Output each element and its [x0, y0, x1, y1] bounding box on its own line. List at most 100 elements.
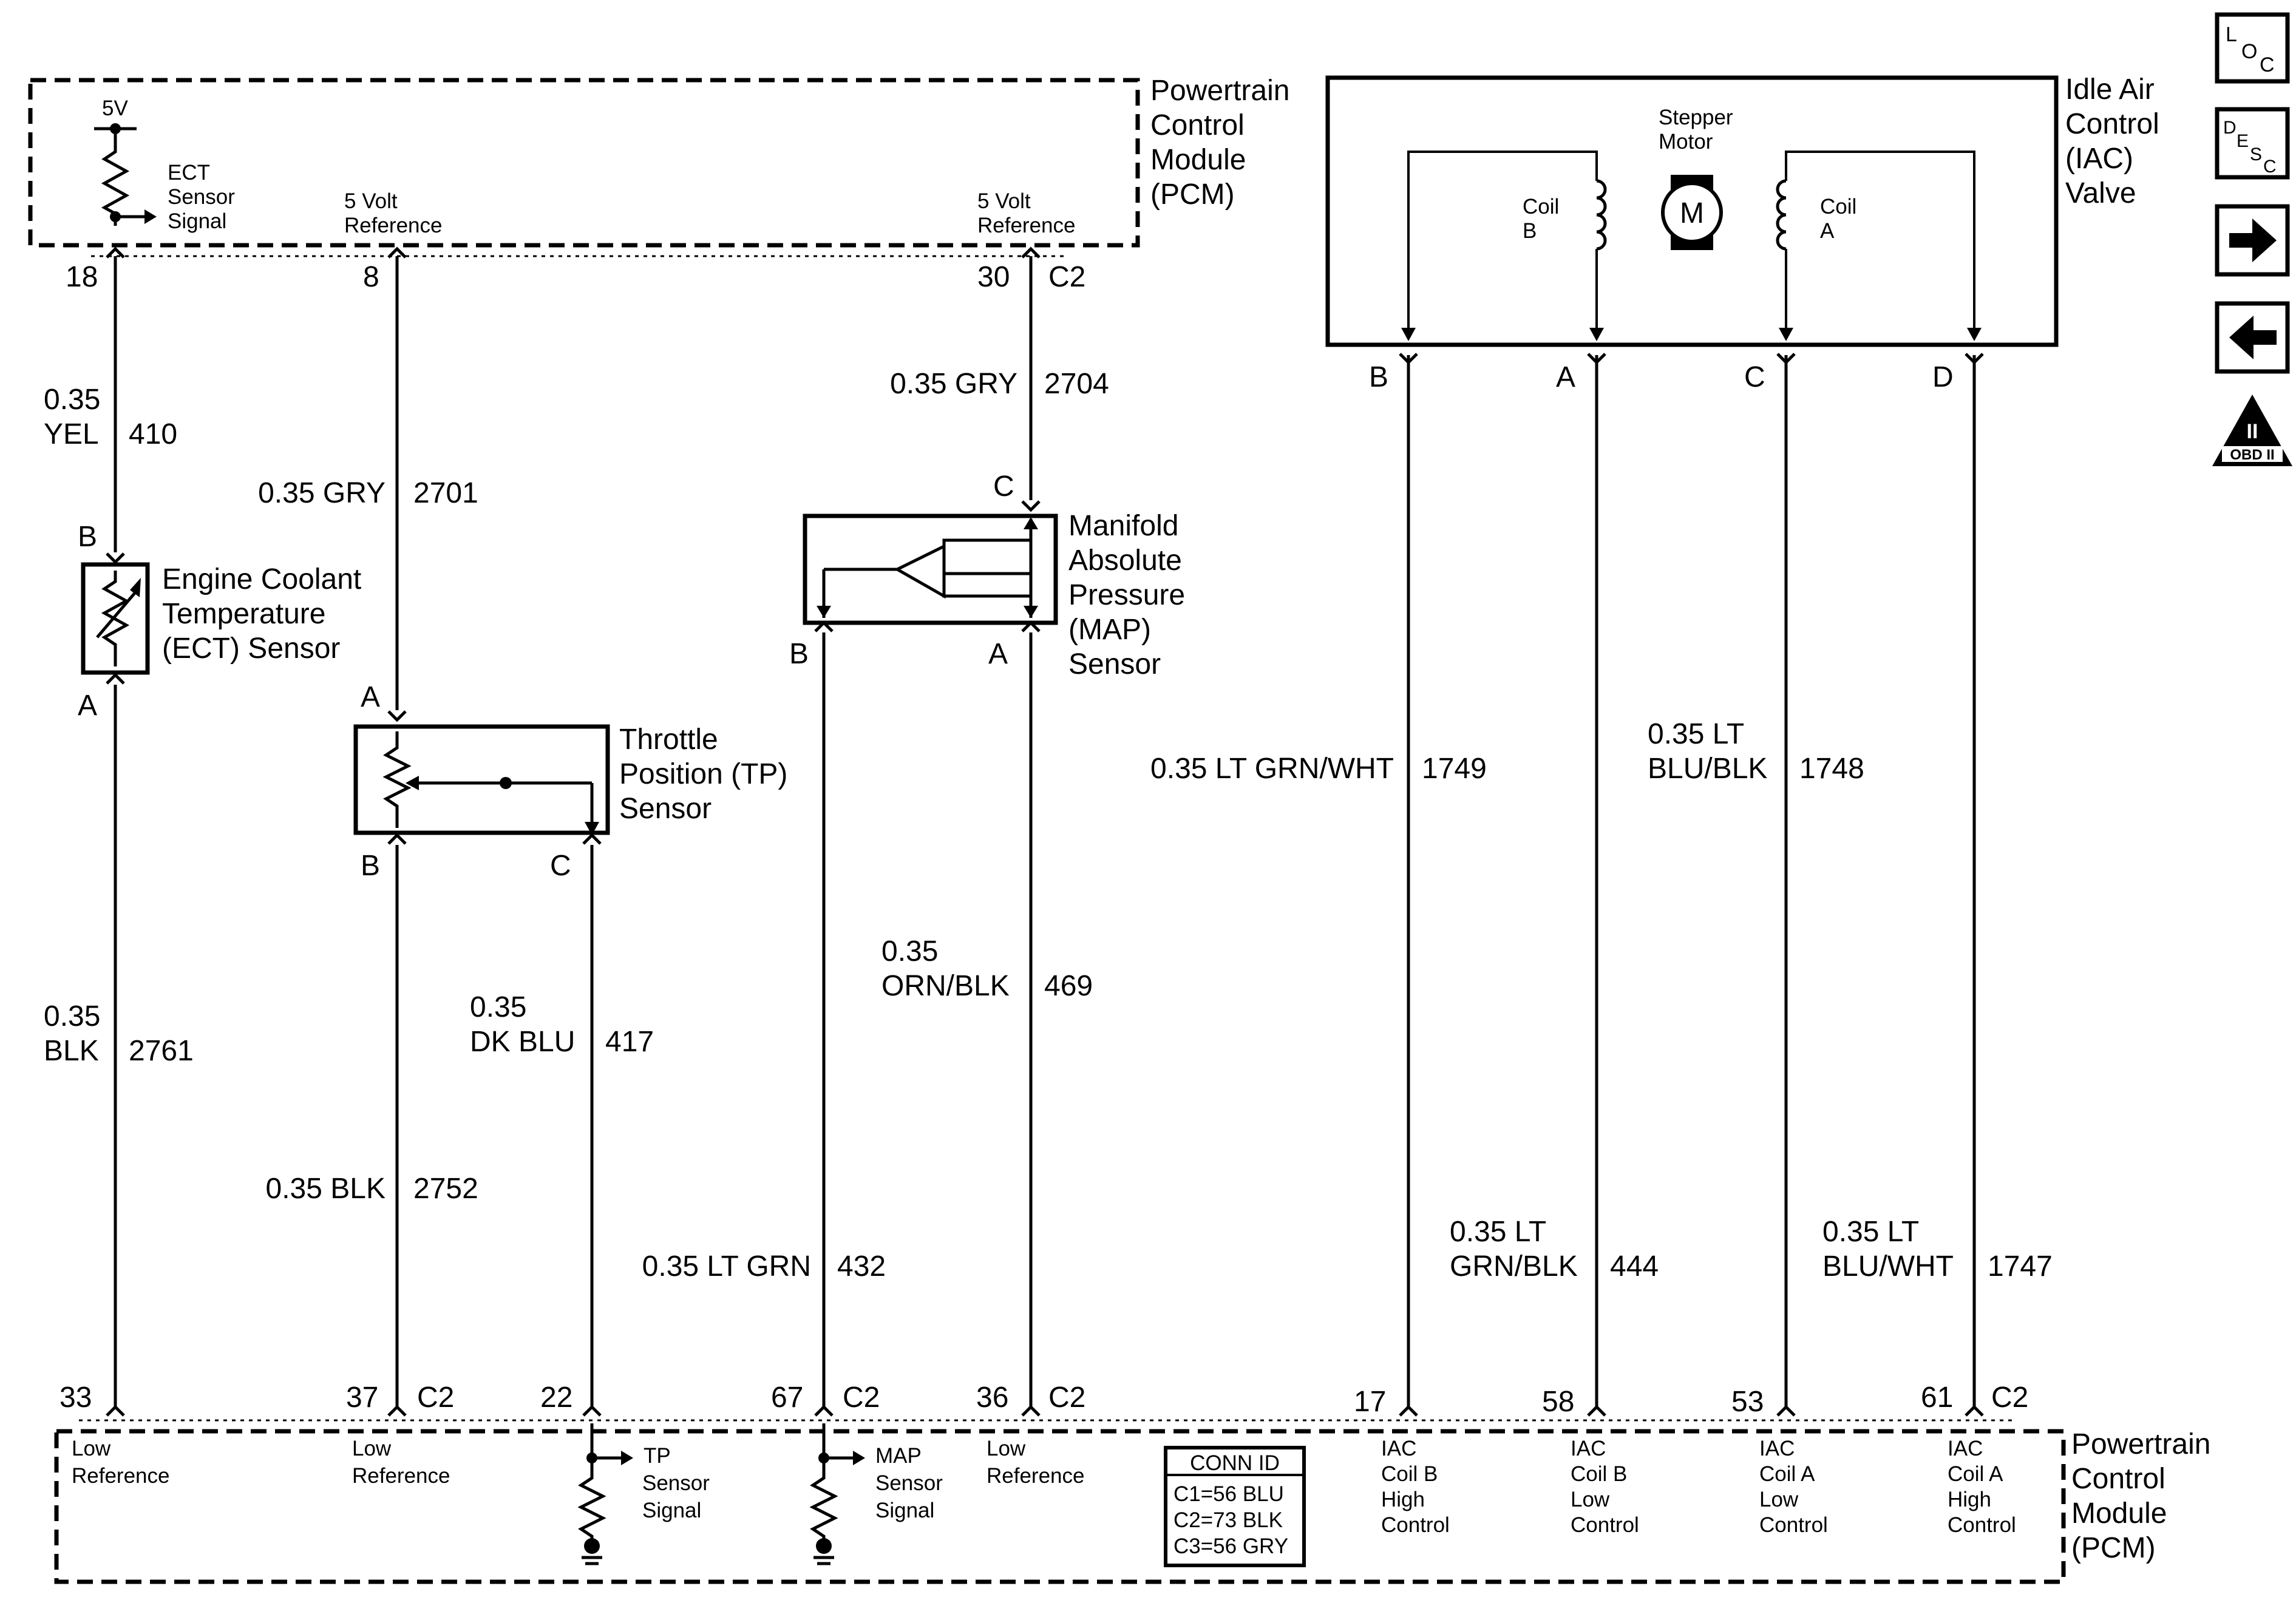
- cell-9-line-4: Control: [1948, 1513, 2016, 1537]
- map-pull-down-resistor-icon: [809, 1423, 838, 1545]
- pin-36-connector: C2: [1048, 1381, 1085, 1414]
- ect-name-1: Engine Coolant: [162, 563, 361, 595]
- pin-22: 22: [540, 1381, 572, 1414]
- cell-4-line-3: Signal: [875, 1499, 934, 1522]
- ect-name-2: Temperature: [162, 598, 325, 630]
- cell-7-line-3: Low: [1571, 1488, 1610, 1511]
- wire-469-circuit: 469: [1044, 970, 1093, 1002]
- wire-417-color: DK BLU: [470, 1026, 575, 1058]
- desc-button[interactable]: D E S C: [2215, 107, 2290, 180]
- pin-53: 53: [1731, 1386, 1764, 1418]
- ref-a-label-2: Reference: [344, 214, 442, 237]
- conn-id-row-1: C1=56 BLU: [1173, 1482, 1284, 1506]
- wire-417-circuit: 417: [605, 1026, 654, 1058]
- pin-61: 61: [1921, 1381, 1953, 1414]
- map-pin-a: A: [988, 638, 1008, 670]
- desc-glyph-d: D: [2223, 118, 2237, 138]
- cell-9-line-1: IAC: [1948, 1437, 1983, 1460]
- pin-18: 18: [66, 261, 98, 293]
- conn-id-row-2: C2=73 BLK: [1173, 1508, 1283, 1532]
- wire-444-circuit: 444: [1610, 1250, 1659, 1283]
- pin-17: 17: [1354, 1386, 1386, 1418]
- iac-title-2: Control: [2065, 108, 2159, 140]
- wire-417-gauge: 0.35: [470, 991, 526, 1023]
- cell-1-line-1: Low: [72, 1437, 111, 1460]
- wire-tp-signal: [582, 833, 602, 1417]
- cell-2-line-2: Reference: [352, 1464, 450, 1488]
- map-name-2: Absolute: [1068, 544, 1182, 577]
- iac-pin-d: D: [1932, 361, 1954, 393]
- ref-a-label-1: 5 Volt: [344, 189, 398, 213]
- wire-410-gauge: 0.35: [44, 384, 100, 416]
- iac-pin-a: A: [1556, 361, 1575, 393]
- wire-ect-low-ref: [106, 673, 125, 1417]
- map-name-5: Sensor: [1068, 648, 1161, 680]
- cell-3-line-2: Sensor: [642, 1471, 710, 1495]
- coil-a-label-1: Coil: [1820, 195, 1856, 219]
- ect-signal-label-3: Signal: [168, 209, 226, 233]
- wire-1748-circuit: 1748: [1799, 753, 1864, 785]
- ect-sensor: B Engine Coolant Temperature (ECT) Senso…: [78, 521, 361, 722]
- left-arrow-icon: [2229, 316, 2277, 359]
- supply-5v-label: 5V: [102, 97, 128, 120]
- tp-pin-b: B: [361, 850, 380, 882]
- ect-signal-label-1: ECT: [168, 161, 210, 185]
- ref-b-label-2: Reference: [977, 214, 1075, 237]
- cell-7-line-2: Coil B: [1571, 1462, 1627, 1486]
- cell-7-line-1: IAC: [1571, 1437, 1606, 1460]
- loc-button[interactable]: L O C: [2215, 12, 2290, 84]
- iac-title-1: Idle Air: [2065, 73, 2155, 106]
- wire-2761-circuit: 2761: [129, 1035, 194, 1067]
- iac-title-3: (IAC): [2065, 143, 2133, 175]
- stepper-motor-label-2: Motor: [1659, 130, 1713, 154]
- wire-map-ref: [1021, 246, 1041, 512]
- next-page-button[interactable]: [2215, 204, 2290, 277]
- wire-1748-gauge: 0.35 LT: [1648, 718, 1744, 750]
- cell-8-line-2: Coil A: [1759, 1462, 1815, 1486]
- potentiometer-icon: [382, 731, 412, 828]
- tp-pin-c: C: [550, 850, 571, 882]
- obd-ii-label: OBD II: [2230, 447, 2274, 463]
- wire-2752-gauge: 0.35 BLK: [266, 1173, 385, 1205]
- pcm-top-title-3: Module: [1150, 144, 1246, 176]
- wire-2701-gauge: 0.35 GRY: [258, 477, 385, 509]
- cell-4-line-2: Sensor: [875, 1471, 943, 1495]
- ect-pin-b: B: [78, 521, 97, 553]
- pcm-top-module: Powertrain Control Module (PCM) 5V ECT S…: [28, 75, 1289, 257]
- signal-arrow-icon: [144, 209, 157, 224]
- loc-glyph-l: L: [2226, 23, 2237, 46]
- cell-6-line-2: Coil B: [1381, 1462, 1438, 1486]
- cell-8-line-1: IAC: [1759, 1437, 1795, 1460]
- cell-2-line-1: Low: [352, 1437, 392, 1460]
- wire-iac-c: [1776, 353, 1796, 1417]
- wire-1749-circuit: 1749: [1422, 753, 1487, 785]
- pin-37: 37: [346, 1381, 378, 1414]
- cell-6-line-3: High: [1381, 1488, 1425, 1511]
- map-name-3: Pressure: [1068, 579, 1185, 611]
- wire-iac-b: [1399, 353, 1418, 1417]
- wire-1747-color: BLU/WHT: [1822, 1250, 1954, 1283]
- ground-icon: [584, 1538, 600, 1554]
- cell-5-line-1: Low: [987, 1437, 1026, 1460]
- ect-signal-label-2: Sensor: [168, 185, 235, 209]
- pin-61-connector: C2: [1991, 1381, 2028, 1414]
- pin-30: 30: [977, 261, 1010, 293]
- iac-pin-b: B: [1369, 361, 1388, 393]
- coil-b-icon: [1596, 179, 1607, 251]
- map-sensor: C Manifold Absolute Pressure (MAP) Senso…: [789, 470, 1185, 680]
- pcm-bottom-title-2: Control: [2071, 1463, 2165, 1495]
- pin-8: 8: [363, 261, 379, 293]
- pcm-bottom-module: Powertrain Control Module (PCM) Low Refe…: [54, 1419, 2210, 1584]
- pull-up-resistor-icon: [101, 129, 130, 226]
- desc-glyph-e: E: [2237, 131, 2249, 151]
- coil-a-icon: [1776, 179, 1787, 251]
- map-name-1: Manifold: [1068, 510, 1178, 542]
- wire-410-color: YEL: [44, 418, 99, 450]
- map-name-4: (MAP): [1068, 614, 1151, 646]
- wire-1748-color: BLU/BLK: [1648, 753, 1767, 785]
- wire-map-low-ref: [1021, 620, 1041, 1417]
- wire-map-signal: [814, 620, 834, 1417]
- previous-page-button[interactable]: [2215, 301, 2290, 374]
- pin-37-connector: C2: [417, 1381, 454, 1414]
- pin-36: 36: [976, 1381, 1008, 1414]
